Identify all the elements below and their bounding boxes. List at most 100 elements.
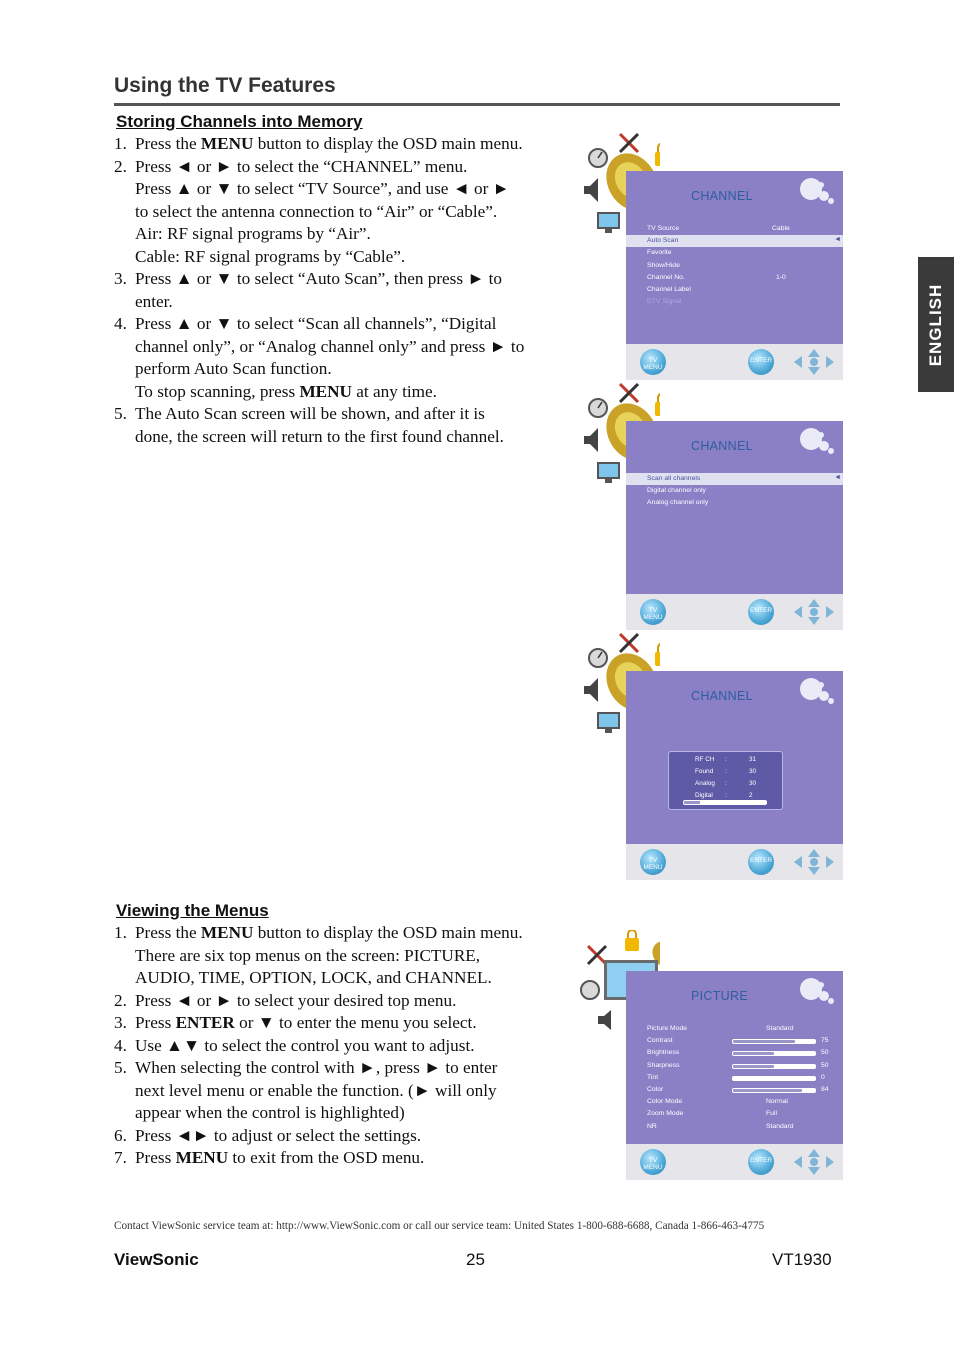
step-line: Press the MENU button to display the OSD… <box>135 923 523 942</box>
osd-row-label: Color Mode <box>647 1098 683 1106</box>
level-value: 50 <box>821 1049 829 1057</box>
step-line: Cable: RF signal programs by “Cable”. <box>135 246 406 266</box>
step-number: 2. <box>114 156 127 176</box>
tv-icon <box>597 212 620 233</box>
tv-icon <box>597 712 620 733</box>
step-line: When selecting the control with ►, press… <box>135 1058 498 1077</box>
scan-key: Found <box>695 768 714 775</box>
scan-value: 2 <box>749 792 753 799</box>
osd-row-label: Brightness <box>647 1049 680 1057</box>
osd-row-label: Zoom Mode <box>647 1110 684 1118</box>
osd-row: Zoom Mode Full <box>626 1108 843 1120</box>
step-number: 5. <box>114 404 127 423</box>
scan-key: Analog <box>695 780 715 787</box>
step-number: 2. <box>114 990 127 1010</box>
step-line: next level menu or enable the function. … <box>135 1080 497 1100</box>
step-number: 1. <box>114 923 127 942</box>
bold-keyword: ENTER <box>175 1013 235 1032</box>
level-value: 84 <box>821 1085 829 1093</box>
step-line: Press ENTER or ▼ to enter the menu you s… <box>135 1013 477 1032</box>
level-gauge-fill <box>733 1088 802 1092</box>
speaker-icon <box>584 428 598 452</box>
step-line: Press the MENU button to display the OSD… <box>135 134 523 153</box>
step-line: Press ◄► to adjust or select the setting… <box>135 1125 422 1145</box>
tv-menu-label: TV MENU <box>643 607 663 621</box>
osd-row: Analog channel only <box>626 497 843 509</box>
level-value: 50 <box>821 1061 829 1069</box>
step-line: done, the screen will return to the firs… <box>135 426 504 446</box>
step-item: 2.Press ◄ or ► to select the “CHANNEL” m… <box>114 156 574 269</box>
page-title: Using the TV Features <box>114 74 336 97</box>
osd-row: Auto Scan◄ <box>626 235 843 248</box>
osd-button-bar: TV MENU ENTER <box>626 844 843 880</box>
osd-button-bar: TV MENU ENTER <box>626 344 843 380</box>
osd-row-value: Normal <box>766 1098 788 1106</box>
step-number: 4. <box>114 314 127 333</box>
step-number: 6. <box>114 1125 127 1145</box>
step-line: To stop scanning, press MENU at any time… <box>135 381 437 401</box>
timer-icon <box>588 148 608 168</box>
scan-key: Digital <box>695 792 713 799</box>
timer-icon <box>580 980 600 1000</box>
osd-row-value: Standard <box>766 1122 794 1130</box>
bold-keyword: MENU <box>175 1148 229 1167</box>
osd-menu-title: CHANNEL <box>691 189 753 203</box>
osd-row: Favorite <box>626 247 843 259</box>
step-line: Press ▲ or ▼ to select “Scan all channel… <box>135 314 497 333</box>
osd-row: Channel No. 1-0 <box>626 272 843 284</box>
osd-row: Channel Label <box>626 284 843 296</box>
bubbles-icon <box>800 428 834 454</box>
tools-icon <box>618 632 640 654</box>
enter-label: ENTER <box>749 857 773 864</box>
step-line: Press ▲ or ▼ to select “TV Source”, and … <box>135 179 510 198</box>
bold-keyword: MENU <box>299 381 352 401</box>
step-number: 4. <box>114 1035 127 1055</box>
level-value: 0 <box>821 1073 825 1081</box>
step-line: perform Auto Scan function. <box>135 359 332 378</box>
enter-button-icon: ENTER <box>748 349 774 375</box>
step-item: 6. Press ◄► to adjust or select the setti… <box>114 1125 574 1148</box>
step-item: 1. Press the MENU button to display the O… <box>114 922 574 990</box>
osd-menu-title: PICTURE <box>691 989 748 1003</box>
scan-key: RF CH <box>695 756 715 763</box>
scan-colon: : <box>725 768 727 775</box>
scan-value: 30 <box>749 780 757 787</box>
lock-icon <box>625 930 639 951</box>
step-line: enter. <box>135 291 173 311</box>
scan-colon: : <box>725 780 727 787</box>
osd-row-label: Channel No. <box>647 273 685 281</box>
step-item: 5.When selecting the control with ►, pre… <box>114 1057 574 1125</box>
osd-row-value: Full <box>766 1110 777 1118</box>
tv-menu-label: TV MENU <box>643 357 663 371</box>
tv-menu-label: TV MENU <box>643 1157 663 1171</box>
footer-model: VT1930 <box>772 1250 832 1269</box>
osd-row-label: Show/Hide <box>647 261 680 269</box>
direction-pad-icon <box>794 849 834 875</box>
osd-menu-title: CHANNEL <box>691 439 753 453</box>
osd-row-value: Standard <box>766 1025 794 1032</box>
osd-row: Digital channel only <box>626 485 843 497</box>
section-heading-storing-channels: Storing Channels into Memory <box>116 112 363 131</box>
lock-icon <box>655 142 660 166</box>
osd-row-label: Sharpness <box>647 1061 680 1069</box>
scan-progress-bar <box>683 800 767 805</box>
footer-page-number: 25 <box>466 1250 485 1269</box>
osd-row-value: 1-0 <box>776 273 786 281</box>
osd-row-label: TV Source <box>647 225 680 232</box>
step-line: appear when the control is highlighted) <box>135 1103 405 1122</box>
tools-icon <box>618 132 640 154</box>
tv-menu-button-icon: TV MENU <box>640 849 666 875</box>
bubbles-icon <box>800 978 834 1004</box>
scan-value: 31 <box>749 756 757 763</box>
tv-icon <box>597 462 620 483</box>
step-line: There are six top menus on the screen: P… <box>135 945 481 965</box>
step-item: 3.Press ▲ or ▼ to select “Auto Scan”, th… <box>114 268 574 313</box>
selected-arrow-icon: ◄ <box>834 474 841 481</box>
level-gauge <box>732 1087 816 1093</box>
direction-pad-icon <box>794 1149 834 1175</box>
